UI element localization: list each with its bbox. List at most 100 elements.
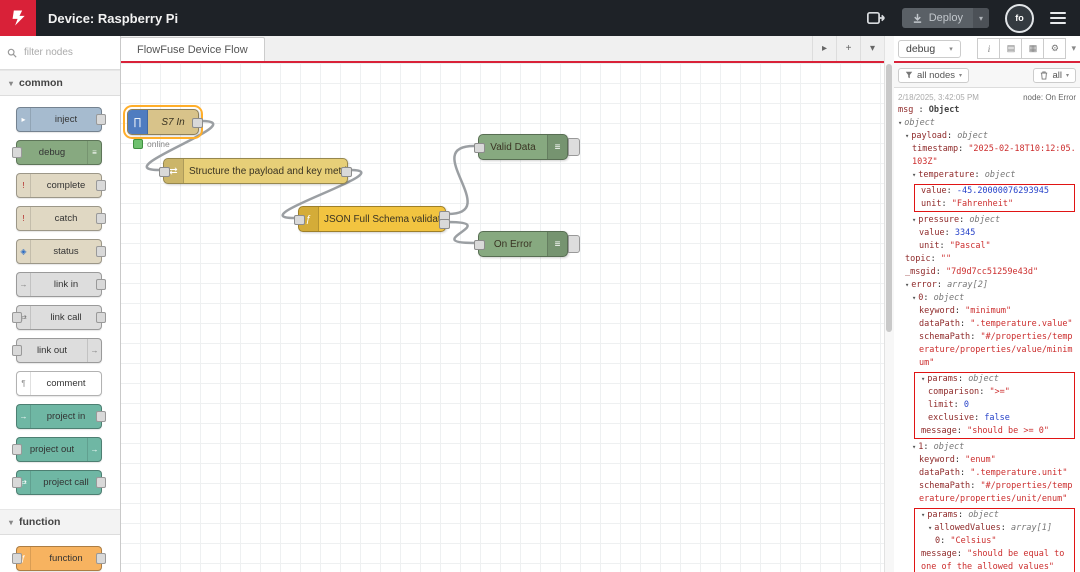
debug-row: timestamp: "2025-02-18T10:12:05.103Z" xyxy=(912,144,1076,167)
node-input-port[interactable] xyxy=(474,143,485,153)
link-call-icon: ⇄ xyxy=(17,306,31,329)
info-button[interactable]: i xyxy=(977,38,1001,59)
json-value: "#/properties/temperature/properties/uni… xyxy=(919,481,1073,504)
palette-category-items: ƒfunction»switch⇌change↕range‹›template⊙… xyxy=(0,535,120,572)
palette-node-status[interactable]: ◈status xyxy=(16,239,106,264)
flow-node-valid[interactable]: ≡Valid Data xyxy=(474,134,580,160)
debug-clear-button[interactable]: all ▾ xyxy=(1033,67,1076,83)
node-output-port[interactable] xyxy=(341,167,352,177)
wire[interactable] xyxy=(447,220,475,245)
wire[interactable] xyxy=(281,168,363,220)
search-input[interactable] xyxy=(22,46,113,59)
canvas-scrollbar[interactable] xyxy=(884,36,894,572)
palette-node-complete[interactable]: !complete xyxy=(16,173,106,198)
user-avatar[interactable]: fo xyxy=(1005,3,1034,33)
palette-node-catch[interactable]: !catch xyxy=(16,206,106,231)
settings-gear-button[interactable]: ⚙ xyxy=(1043,38,1067,59)
flowfuse-logo[interactable] xyxy=(0,0,36,36)
sidebar-tab-select[interactable]: debug ▾ xyxy=(898,39,961,58)
json-value: object xyxy=(968,374,999,384)
collapse-caret-icon[interactable]: ▾ xyxy=(928,524,933,532)
help-button[interactable]: ▤ xyxy=(999,38,1023,59)
json-key: pressure xyxy=(918,215,960,225)
json-value: array[1] xyxy=(1011,523,1052,533)
collapse-caret-icon[interactable]: ▾ xyxy=(912,171,917,179)
debug-row: schemaPath: "#/properties/temperature/pr… xyxy=(919,332,1073,368)
palette-node-inject[interactable]: ▸inject xyxy=(16,107,106,132)
context-button[interactable]: ▦ xyxy=(1021,38,1045,59)
collapse-caret-icon[interactable]: ▾ xyxy=(912,216,917,224)
debug-toggle-button[interactable] xyxy=(568,235,580,253)
json-value: "minimum" xyxy=(965,306,1012,316)
node-input-port[interactable] xyxy=(474,240,485,250)
sidebar-tab-label: debug xyxy=(906,42,936,55)
debug-highlight-box: ▾params: object▾allowedValues: array[1]0… xyxy=(914,508,1075,572)
node-input-port[interactable] xyxy=(294,215,305,225)
flow-node-s7in[interactable]: ∏S7 In xyxy=(123,105,203,139)
tab-scroll-button[interactable]: ▸ xyxy=(812,36,836,61)
palette-node-label: status xyxy=(53,246,79,257)
collapse-caret-icon[interactable]: ▾ xyxy=(912,443,917,451)
json-value: "#/properties/temperature/properties/val… xyxy=(919,332,1073,368)
json-value: -45.20000076293945 xyxy=(956,186,1049,196)
palette-node-link-out[interactable]: →link out xyxy=(12,338,102,363)
debug-filter-bar: all nodes ▾ all ▾ xyxy=(894,63,1080,88)
palette-category-header-common[interactable]: ▾common xyxy=(0,70,120,96)
node-output-port[interactable] xyxy=(439,219,450,229)
palette-node-debug[interactable]: ≡debug xyxy=(12,140,102,165)
palette-node-project-out[interactable]: →project out xyxy=(12,437,102,462)
structure-icon: ⇄ xyxy=(164,159,184,183)
collapse-caret-icon[interactable]: ▾ xyxy=(912,294,917,302)
deploy-icon xyxy=(913,13,921,23)
collapse-caret-icon[interactable]: ▾ xyxy=(905,281,910,289)
palette-category-header-function[interactable]: ▾function xyxy=(0,509,120,535)
flow-node-label: S7 In xyxy=(161,116,185,128)
collapse-caret-icon[interactable]: ▾ xyxy=(905,132,910,140)
wire[interactable] xyxy=(447,144,475,216)
debug-row: keyword: "minimum" xyxy=(919,306,1012,316)
palette-node-link-call[interactable]: ⇄ link call xyxy=(12,305,106,330)
json-key: 1 xyxy=(918,442,924,452)
debug-filter-button[interactable]: all nodes ▾ xyxy=(898,67,970,83)
node-output-port xyxy=(96,114,106,125)
debug-row: topic: "" xyxy=(905,254,952,264)
palette-node-comment[interactable]: ¶comment xyxy=(16,371,102,396)
node-output-port[interactable] xyxy=(192,118,203,128)
debug-source-node[interactable]: node: On Error xyxy=(1023,93,1076,102)
flow-list-caret[interactable]: ▾ xyxy=(860,36,884,61)
deploy-options-caret[interactable]: ▾ xyxy=(972,8,989,28)
wire[interactable] xyxy=(145,119,215,172)
json-value: "" xyxy=(940,254,952,264)
add-flow-button[interactable]: + xyxy=(836,36,860,61)
sidebar-expand-caret[interactable]: ▾ xyxy=(1071,43,1076,53)
collapse-caret-icon[interactable]: ▾ xyxy=(921,375,926,383)
inject-icon: ▸ xyxy=(17,108,31,131)
palette-node-label: link call xyxy=(50,312,82,323)
palette-node-project-in[interactable]: →project in xyxy=(16,404,106,429)
palette-node-project-call[interactable]: ⇄project call xyxy=(12,470,106,495)
node-input-port[interactable] xyxy=(159,167,170,177)
node-output-port xyxy=(96,553,106,564)
json-key: keyword xyxy=(919,455,955,465)
collapse-caret-icon[interactable]: ▾ xyxy=(898,119,903,127)
debug-row: comparison: ">=" xyxy=(928,387,1010,397)
palette-node-label: complete xyxy=(46,180,86,191)
flow-node-onerror[interactable]: ≡On Error xyxy=(474,231,580,257)
debug-toggle-button[interactable] xyxy=(568,138,580,156)
tab-flowfuse-device-flow[interactable]: FlowFuse Device Flow xyxy=(120,37,265,61)
debug-row: value: 3345 xyxy=(919,228,976,238)
collapse-caret-icon[interactable]: ▾ xyxy=(921,511,926,519)
main-menu-icon[interactable] xyxy=(1050,12,1066,24)
open-editor-icon[interactable] xyxy=(866,10,886,26)
deploy-button[interactable]: Deploy ▾ xyxy=(901,8,989,28)
json-value: ".temperature.unit" xyxy=(970,468,1068,478)
validator-icon: ƒ xyxy=(299,207,319,231)
palette-node-link-in[interactable]: →link in xyxy=(16,272,106,297)
canvas-scrollbar-thumb[interactable] xyxy=(886,64,892,332)
flow-node-structure[interactable]: ⇄Structure the payload and key metrics xyxy=(159,158,352,184)
